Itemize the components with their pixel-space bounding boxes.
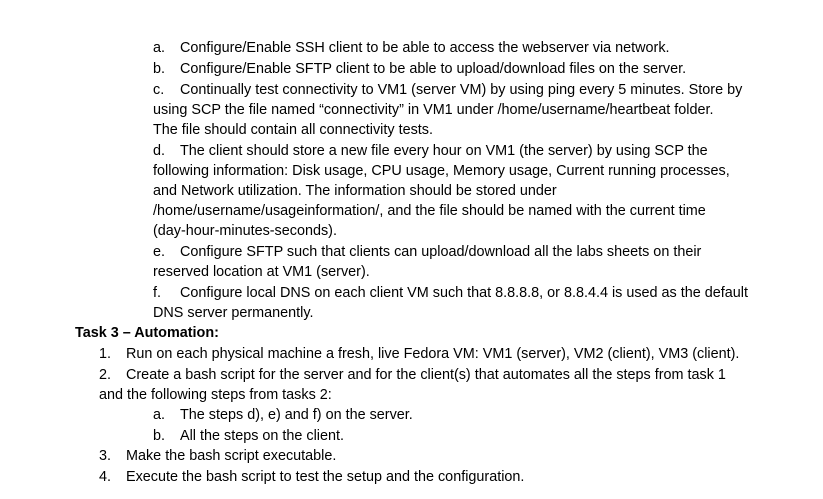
list-item-continuation: following information: Disk usage, CPU u… [153, 163, 730, 179]
list-item-text: Make the bash script executable. [126, 448, 337, 464]
list-item-text: Create a bash script for the server and … [126, 367, 726, 383]
list-marker: 3. [99, 448, 112, 464]
list-item-continuation: using SCP the file named “connectivity” … [153, 102, 714, 118]
list-item-continuation: DNS server permanently. [153, 305, 314, 321]
list-item-text: Configure/Enable SFTP client to be able … [180, 61, 687, 77]
list-marker: a. [153, 40, 166, 56]
section-heading: Task 3 – Automation: [75, 325, 219, 341]
list-item: 2. Create a bash script for the server an… [99, 365, 726, 385]
list-item-text: Run on each physical machine a fresh, li… [126, 346, 740, 362]
list-marker: c. [153, 82, 165, 98]
list-marker: 2. [99, 367, 112, 383]
list-marker: e. [153, 244, 166, 260]
list-item-text: Configure local DNS on each client VM su… [180, 285, 748, 301]
list-marker: 4. [99, 469, 112, 485]
list-item: c. Continually test connectivity to VM1 (… [153, 80, 742, 100]
list-item: e. Configure SFTP such that clients can u… [153, 242, 701, 262]
list-item: 4. Execute the bash script to test the se… [99, 467, 524, 487]
list-item-text: The steps d), e) and f) on the server. [180, 407, 413, 423]
list-item-continuation: reserved location at VM1 (server). [153, 264, 370, 280]
list-item-text: Continually test connectivity to VM1 (se… [180, 82, 743, 98]
list-item-text: The client should store a new file every… [180, 143, 708, 159]
list-item-continuation: (day-hour-minutes-seconds). [153, 223, 337, 239]
list-item-text: Execute the bash script to test the setu… [126, 469, 525, 485]
list-marker: b. [153, 61, 166, 77]
list-item-text: All the steps on the client. [180, 428, 344, 444]
sub-list-item: a. The steps d), e) and f) on the server. [153, 405, 413, 425]
list-item: 1. Run on each physical machine a fresh, … [99, 344, 739, 364]
list-marker: b. [153, 428, 166, 444]
list-item: 3. Make the bash script executable. [99, 446, 336, 466]
list-marker: a. [153, 407, 166, 423]
list-marker: 1. [99, 346, 112, 362]
list-item: d. The client should store a new file eve… [153, 141, 708, 161]
list-item-text: Configure/Enable SSH client to be able t… [180, 40, 670, 56]
list-item-continuation: /home/username/usageinformation/, and th… [153, 203, 706, 219]
list-item: f. Configure local DNS on each client VM … [153, 283, 748, 303]
list-item: a. Configure/Enable SSH client to be able… [153, 38, 670, 58]
sub-list-item: b. All the steps on the client. [153, 426, 344, 446]
list-item-text: Configure SFTP such that clients can upl… [180, 244, 702, 260]
list-item: b. Configure/Enable SFTP client to be abl… [153, 59, 686, 79]
list-marker: d. [153, 143, 166, 159]
list-item-continuation: The file should contain all connectivity… [153, 122, 433, 138]
list-marker: f. [153, 285, 161, 301]
list-item-continuation: and the following steps from tasks 2: [99, 387, 332, 403]
list-item-continuation: and Network utilization. The information… [153, 183, 557, 199]
